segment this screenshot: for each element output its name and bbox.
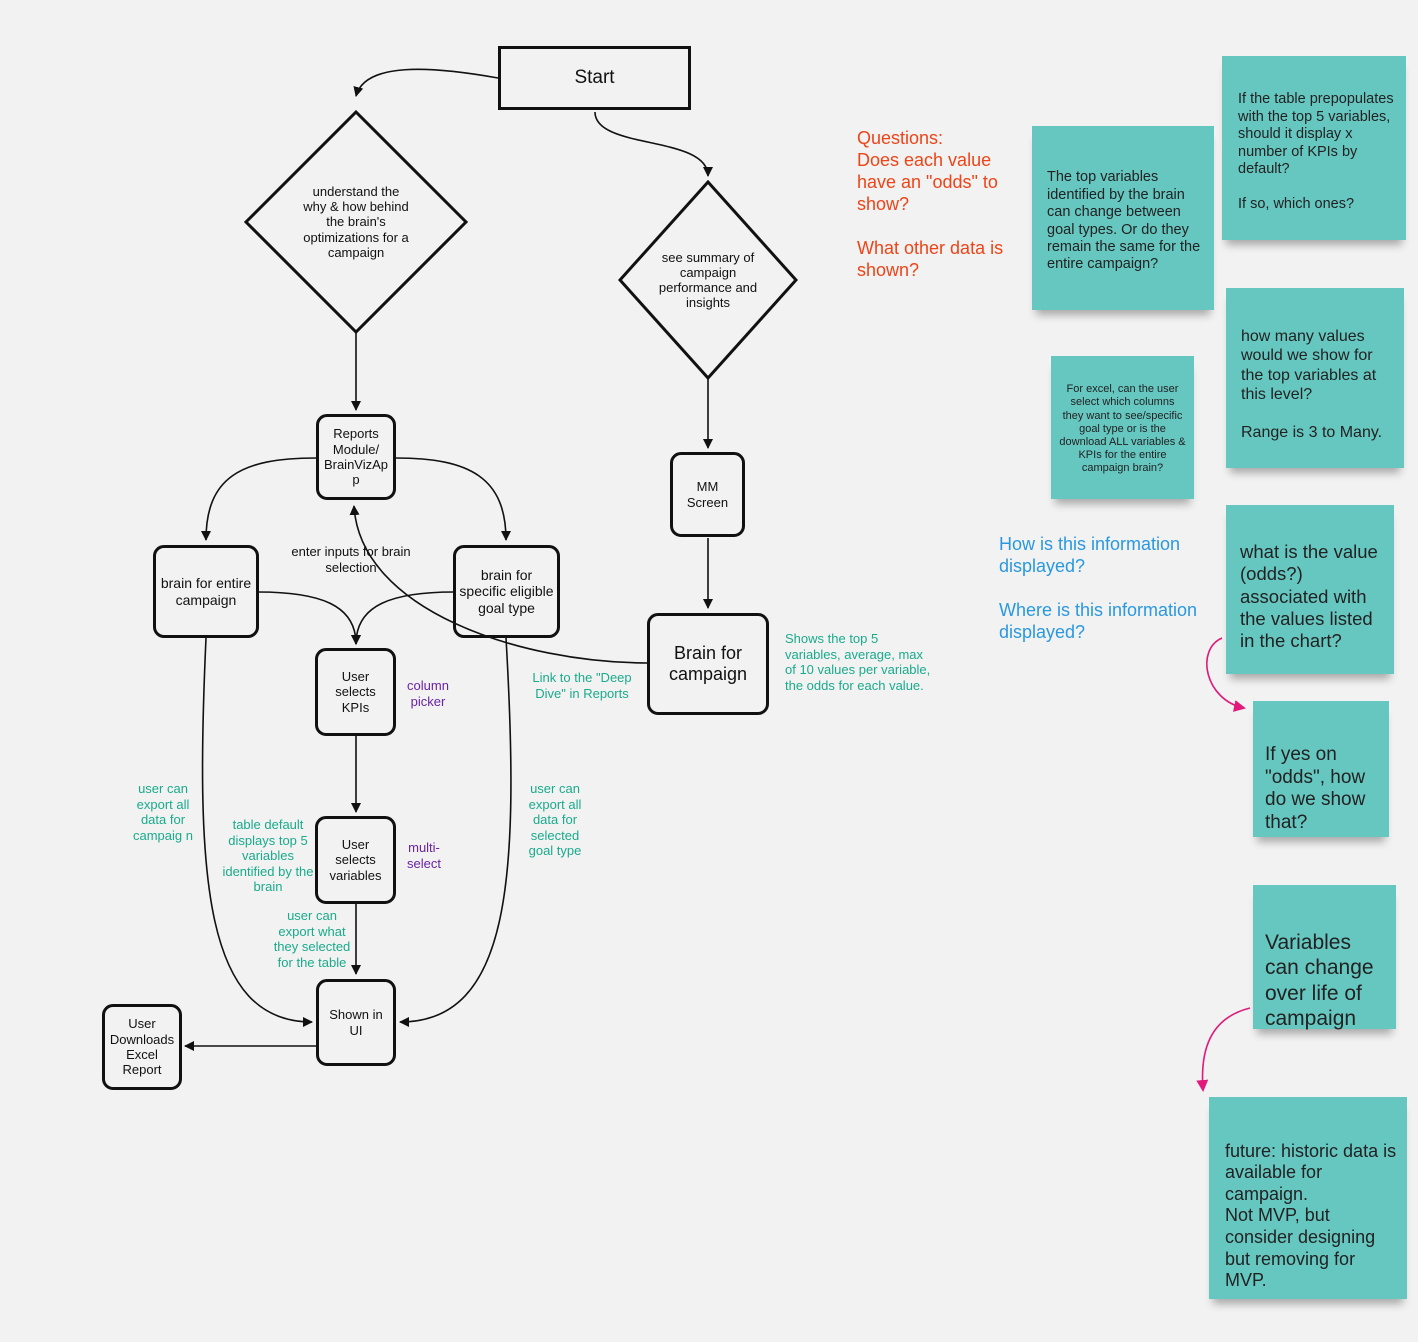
multi-select-label: multi- select	[407, 840, 441, 871]
decision-understand-node: understand the why & how behind the brai…	[244, 110, 468, 334]
sticky-if-yes-odds: If yes on "odds", how do we show that?	[1253, 701, 1389, 837]
edge-entire-kpis	[257, 591, 361, 645]
sticky-top-variables-text: The top variables identified by the brai…	[1047, 169, 1201, 273]
magenta-arrow-history	[1196, 1007, 1251, 1092]
reports-module-label: Reports Module/ BrainVizAp p	[323, 426, 389, 488]
mm-screen-label: MM Screen	[686, 479, 729, 510]
shows-top5-label: Shows the top 5 variables, average, max …	[785, 631, 931, 693]
link-deep-dive-label: Link to the "Deep Dive" in Reports	[532, 670, 632, 701]
brain-specific-goal-label: brain for specific eligible goal type	[459, 566, 554, 616]
sticky-how-many-values-text: how many values would we show for the to…	[1241, 328, 1383, 442]
sticky-variables-change: Variables can change over life of campai…	[1253, 885, 1396, 1030]
sticky-table-prepopulates: If the table prepopulates with the top 5…	[1222, 56, 1406, 240]
decision-summary-label: see summary of campaign performance and …	[658, 249, 758, 311]
sticky-variables-change-text: Variables can change over life of campai…	[1265, 931, 1374, 1030]
user-selects-kpis-label: User selects KPIs	[335, 669, 376, 715]
start-node: Start	[498, 46, 691, 110]
user-selects-variables-node: User selects variables	[315, 816, 396, 904]
brain-for-campaign-label: Brain for campaign	[668, 642, 748, 684]
export-selected-label: user can export what they selected for t…	[273, 908, 351, 970]
sticky-what-value: what is the value (odds?) associated wit…	[1226, 505, 1394, 674]
reports-module-node: Reports Module/ BrainVizAp p	[316, 414, 396, 500]
sticky-excel-question-text: For excel, can the user select which col…	[1059, 383, 1186, 475]
sticky-table-prepopulates-text: If the table prepopulates with the top 5…	[1238, 91, 1394, 212]
brain-entire-campaign-label: brain for entire campaign	[160, 574, 252, 608]
questions-red-text: Questions: Does each value have an "odds…	[857, 128, 1004, 280]
sticky-future-historic: future: historic data is available for c…	[1209, 1097, 1407, 1299]
shown-in-ui-label: Shown in UI	[329, 1007, 383, 1038]
export-all-goal-label: user can export all data for selected go…	[528, 781, 582, 859]
edge-start-understand	[353, 68, 499, 97]
sticky-excel-question: For excel, can the user select which col…	[1051, 356, 1194, 499]
edge-start-summary	[594, 111, 713, 177]
table-default-label: table default displays top 5 variables i…	[222, 817, 314, 895]
brain-specific-goal-node: brain for specific eligible goal type	[453, 545, 560, 638]
sticky-how-many-values: how many values would we show for the to…	[1226, 288, 1404, 468]
sticky-if-yes-odds-text: If yes on "odds", how do we show that?	[1265, 743, 1366, 834]
sticky-top-variables: The top variables identified by the brai…	[1032, 126, 1214, 310]
brain-entire-campaign-node: brain for entire campaign	[153, 545, 259, 638]
questions-blue-text: How is this information displayed? Where…	[999, 534, 1198, 642]
enter-inputs-label: enter inputs for brain selection	[291, 544, 411, 575]
shown-in-ui-node: Shown in UI	[316, 979, 396, 1066]
start-label: Start	[574, 66, 615, 88]
decision-summary-node: see summary of campaign performance and …	[618, 180, 798, 380]
mm-screen-node: MM Screen	[670, 452, 745, 537]
user-downloads-excel-node: User Downloads Excel Report	[102, 1004, 182, 1090]
user-selects-kpis-node: User selects KPIs	[315, 648, 396, 736]
sticky-what-value-text: what is the value (odds?) associated wit…	[1240, 541, 1378, 651]
brain-for-campaign-node: Brain for campaign	[647, 613, 769, 715]
edge-reports-specific	[395, 457, 511, 541]
column-picker-label: column picker	[407, 678, 449, 709]
decision-understand-label: understand the why & how behind the brai…	[303, 184, 409, 260]
edge-specific-kpis	[351, 591, 455, 645]
sticky-future-historic-text: future: historic data is available for c…	[1225, 1140, 1397, 1291]
export-all-campaign-label: user can export all data for campaig n	[133, 781, 193, 843]
edge-reports-entire	[201, 457, 317, 541]
user-downloads-excel-label: User Downloads Excel Report	[109, 1016, 175, 1078]
user-selects-variables-label: User selects variables	[329, 837, 382, 883]
